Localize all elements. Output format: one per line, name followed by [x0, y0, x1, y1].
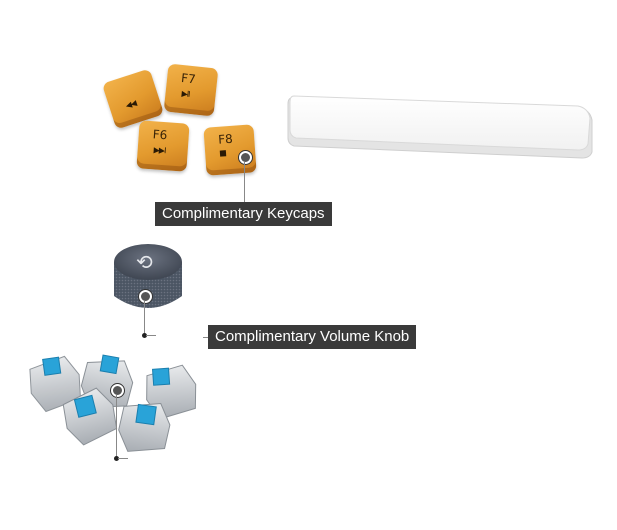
switch-cluster [29, 354, 197, 452]
knob-label-tick [203, 337, 208, 338]
keycap-f6: F6 ▶▶I [136, 120, 190, 172]
keycap-legend: F6 [152, 127, 168, 143]
keycap-legend: F8 [217, 131, 234, 147]
play-pause-icon: ▶II [181, 89, 190, 99]
keycaps-hotspot[interactable] [239, 151, 252, 164]
knob-label: Complimentary Volume Knob [208, 325, 417, 349]
switch-5 [118, 402, 171, 452]
spacebar-keycap [287, 95, 593, 159]
rotate-arrows-icon: ⟲ [136, 250, 153, 274]
keycaps-label: Complimentary Keycaps [155, 202, 332, 226]
next-track-icon: ▶▶I [153, 145, 166, 156]
knob-leader-line [144, 301, 145, 335]
volume-knob [114, 244, 182, 308]
keycap-f7: F7 ▶II [163, 63, 219, 117]
knob-leader-horizontal [146, 335, 156, 336]
keycaps-leader-line [244, 162, 245, 202]
switches-leader-pin [114, 456, 119, 461]
knob-hotspot[interactable] [139, 290, 152, 303]
keycap-legend: F7 [180, 70, 197, 87]
rewind-icon: ◀◀ [124, 98, 138, 111]
stop-icon: ■ [218, 148, 227, 158]
keycap-f8: F8 ■ [203, 124, 257, 176]
switches-leader-line [116, 395, 117, 457]
switches-hotspot[interactable] [111, 384, 124, 397]
switches-leader-horizontal [118, 458, 128, 459]
knob-leader-pin [142, 333, 147, 338]
